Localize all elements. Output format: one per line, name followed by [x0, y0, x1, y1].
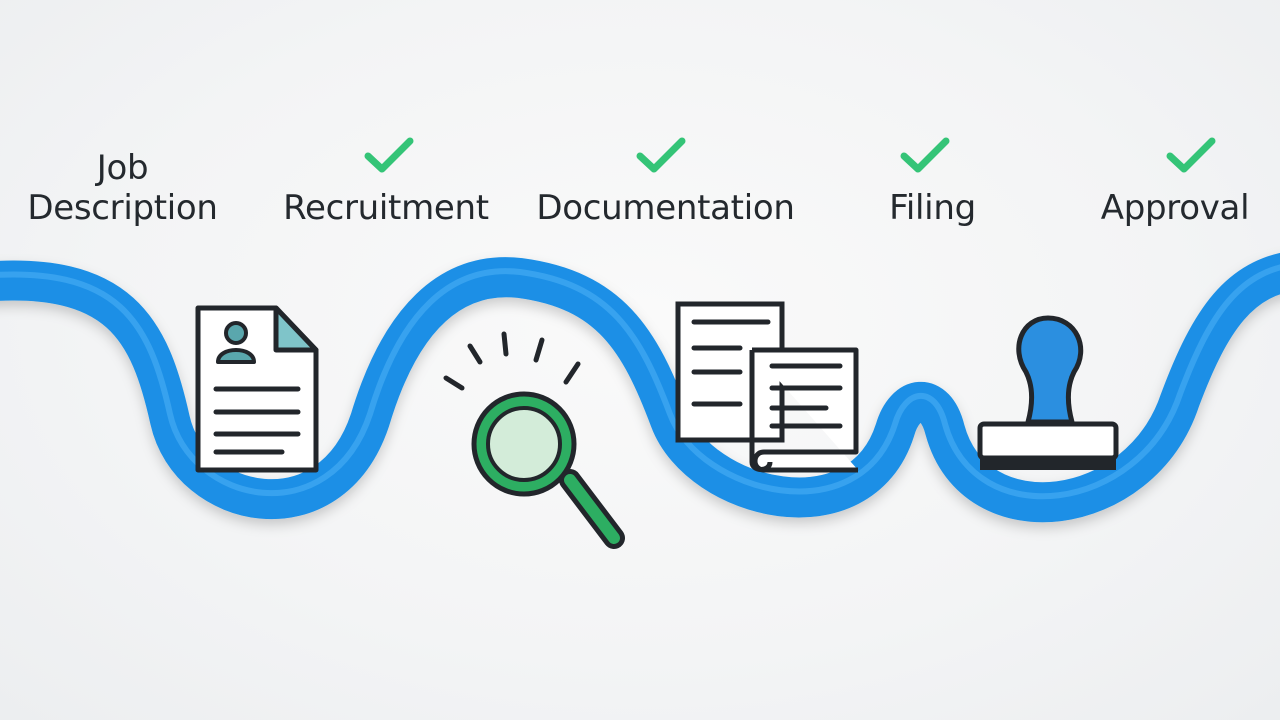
check-icon	[636, 137, 686, 173]
check-icon	[364, 137, 414, 173]
step-label-job-description: Job Description	[20, 148, 225, 228]
rubber-stamp-icon	[977, 315, 1119, 470]
step-label-approval: Approval	[1100, 188, 1250, 228]
resume-document-icon	[195, 305, 319, 473]
step-label-recruitment: Recruitment	[283, 188, 489, 228]
stacked-documents-icon	[675, 301, 785, 443]
check-icon	[1166, 137, 1216, 173]
step-label-filing: Filing	[889, 188, 976, 228]
step-label-line1: Job	[96, 148, 149, 188]
filing-scroll-icon	[749, 347, 859, 473]
step-label-documentation: Documentation	[536, 188, 795, 228]
step-label-line2: Description	[27, 188, 218, 228]
magnifying-glass-icon	[443, 331, 625, 549]
check-icon	[900, 137, 950, 173]
